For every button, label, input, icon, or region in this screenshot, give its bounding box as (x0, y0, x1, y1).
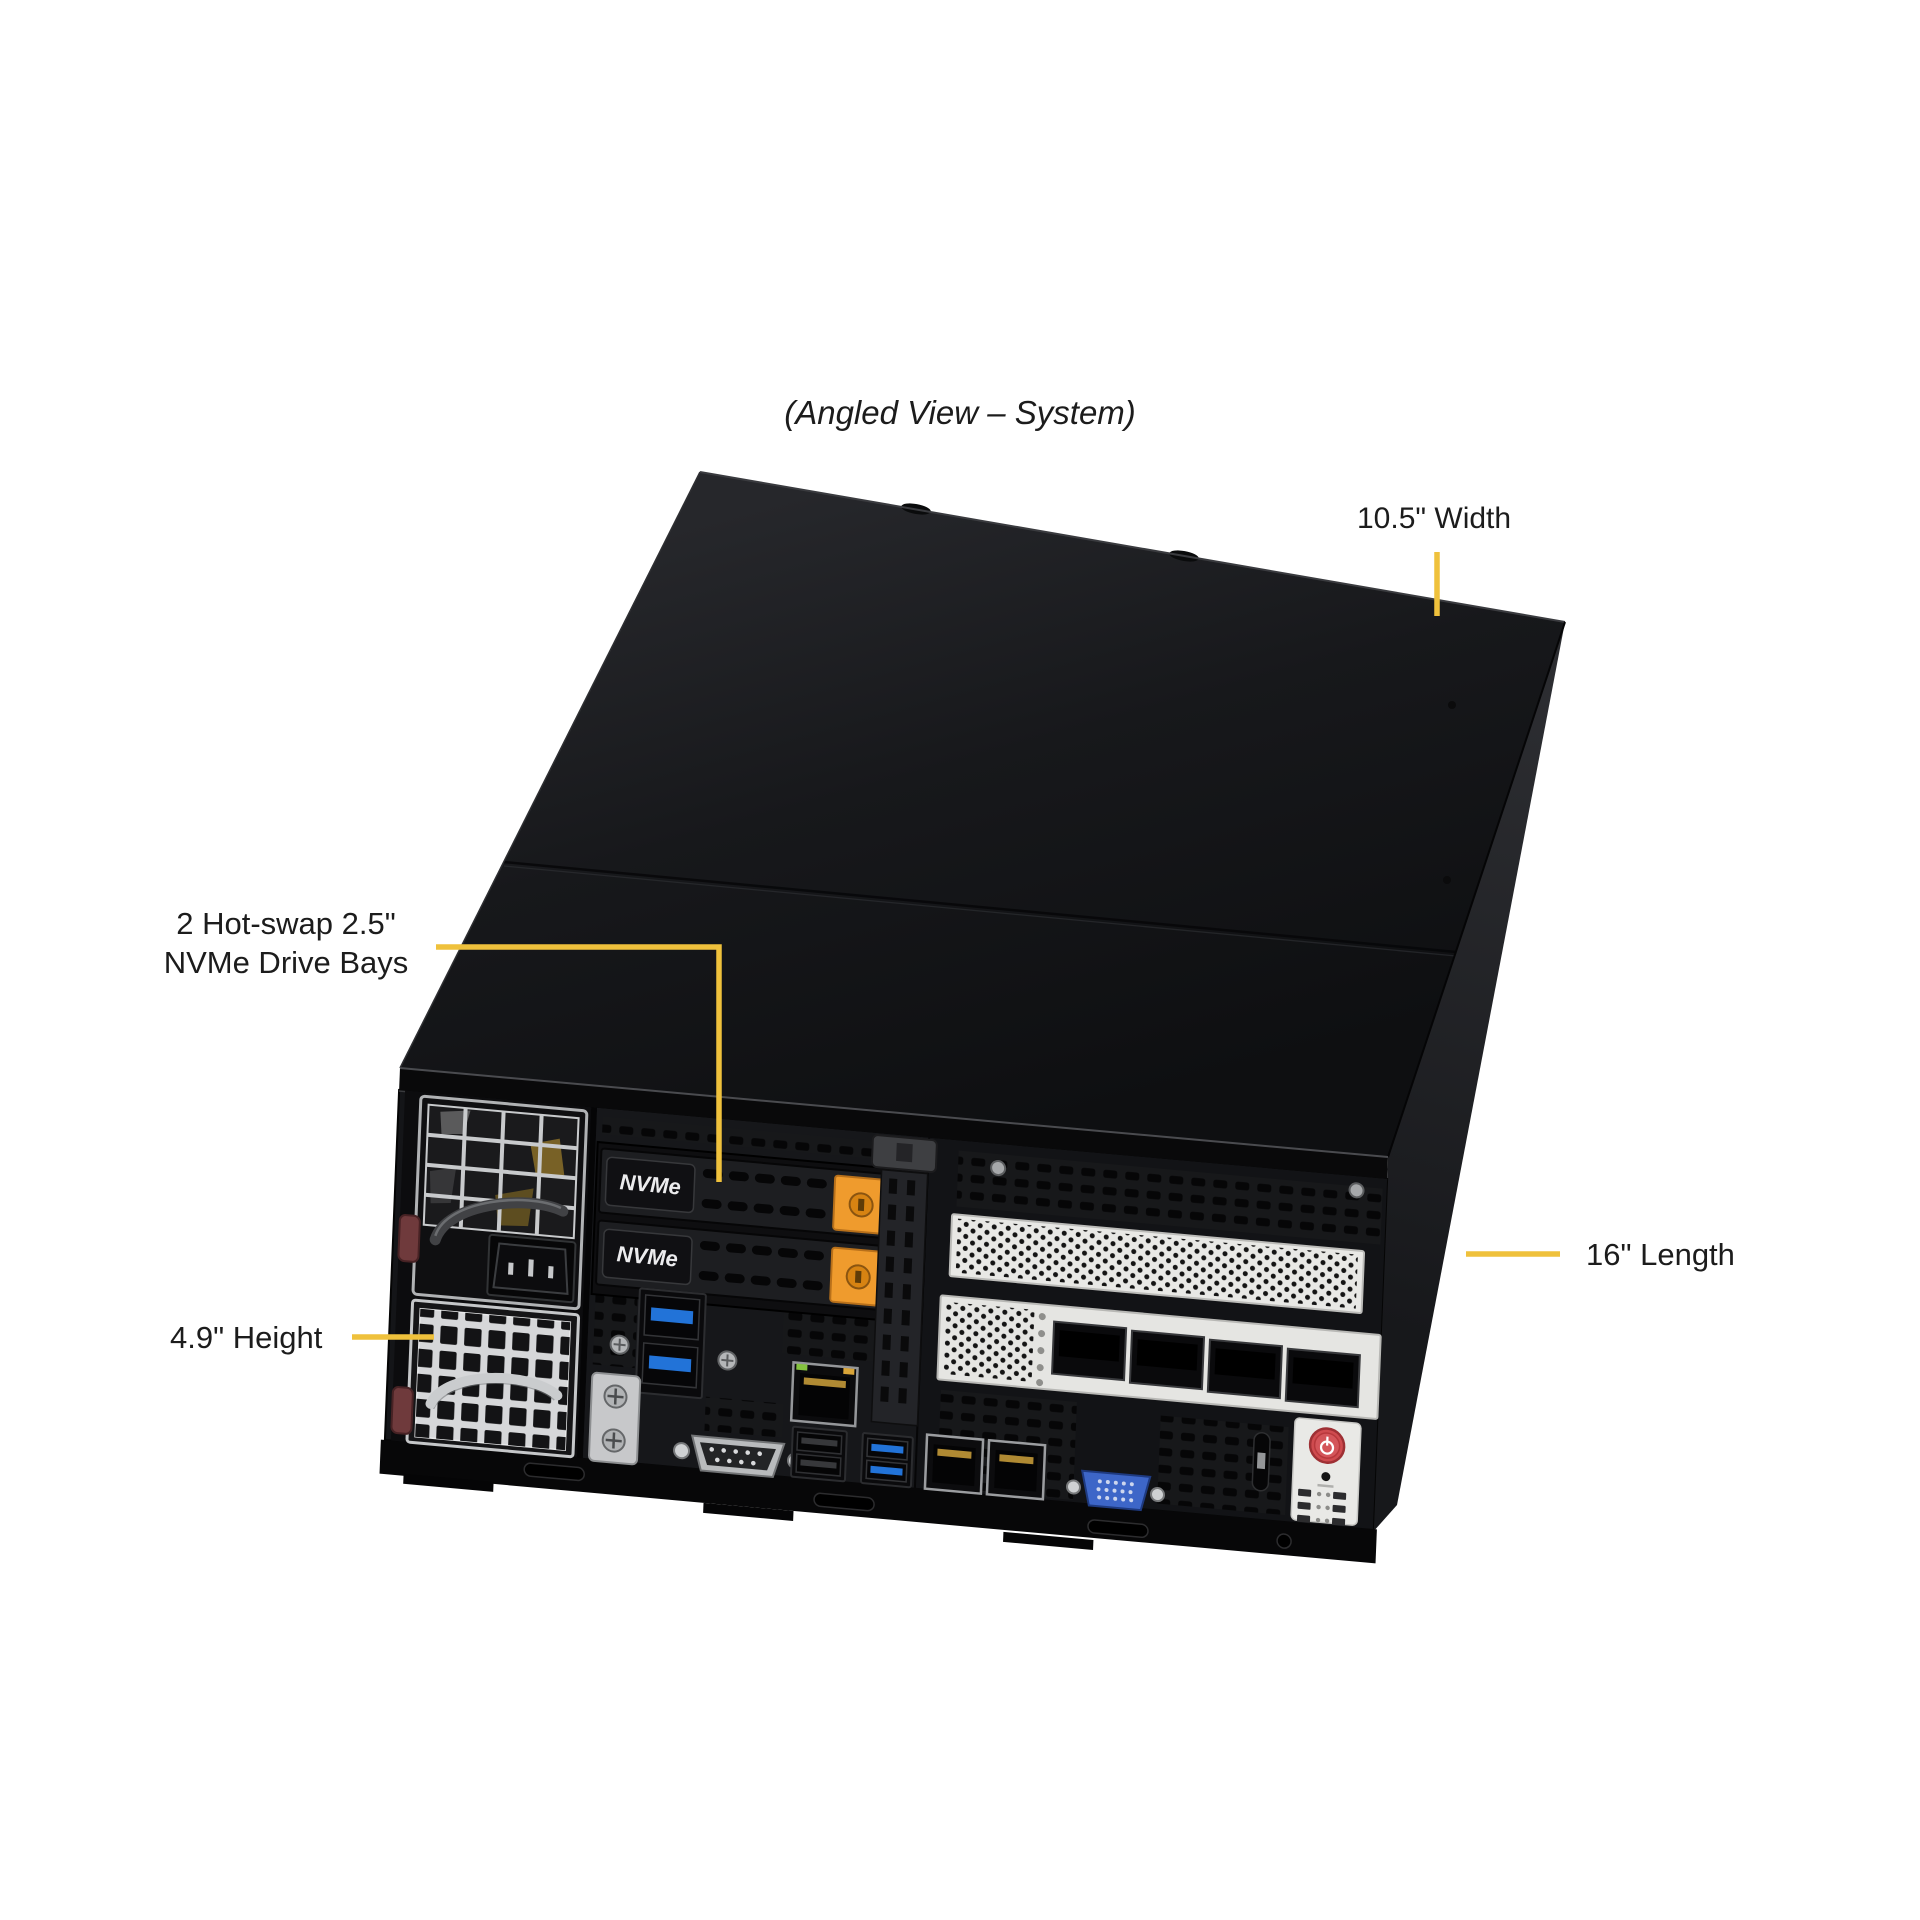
mounting-slot (813, 1492, 875, 1512)
mounting-slot (523, 1462, 585, 1482)
chassis-right-panel (1373, 621, 1566, 1532)
psu-module-bottom (390, 1298, 581, 1459)
chassis-rear-panel: NVMe (379, 1068, 1389, 1564)
riser-bracket (870, 1134, 938, 1427)
drive-bays-callout-label: 2 Hot-swap 2.5" NVMe Drive Bays (118, 904, 454, 982)
mounting-flange (379, 1439, 1377, 1564)
length-callout-label: 16" Length (1586, 1237, 1735, 1272)
power-button (1308, 1427, 1346, 1464)
nvme-label-plate (601, 1228, 693, 1286)
led-indicators (1296, 1488, 1347, 1526)
vga-port (1065, 1469, 1166, 1512)
callout-lines (352, 552, 1560, 1340)
usb3-ports-upper (634, 1287, 707, 1400)
sfp-cages (1050, 1320, 1361, 1409)
usb3-ports-lower (859, 1432, 914, 1489)
drive-bays-callout-line (436, 944, 722, 1182)
nvme-tray-label: NVMe (619, 1169, 681, 1199)
nvme-tray-label: NVMe (616, 1241, 678, 1271)
lan-ports (923, 1433, 1047, 1501)
ac-power-inlet (486, 1233, 577, 1304)
latch-plate (588, 1371, 642, 1466)
reset-button (1321, 1472, 1331, 1482)
mounting-hole (1276, 1533, 1292, 1549)
drive-bays-label-line1: 2 Hot-swap 2.5" (176, 906, 396, 941)
figure-title: (Angled View – System) (784, 394, 1136, 431)
top-cover-lip (399, 1068, 1388, 1180)
chassis-top-panel (399, 471, 1566, 1157)
sfp-nic (936, 1294, 1382, 1420)
lid-seam (503, 860, 1457, 954)
psu-module-top (397, 1094, 589, 1311)
psu-release-lever (390, 1386, 414, 1435)
drive-bays-label-line2: NVMe Drive Bays (163, 945, 409, 980)
pcie-blank-bracket (948, 1213, 1366, 1315)
ipmi-lan-port (789, 1361, 859, 1428)
chassis: NVMe (379, 471, 1566, 1564)
lan-led-green (796, 1363, 808, 1371)
psu-release-lever (397, 1214, 421, 1263)
security-slot (1251, 1431, 1271, 1492)
width-callout-label: 10.5" Width (1357, 502, 1512, 535)
usb2-ports (789, 1425, 848, 1483)
psu-handle (429, 1197, 569, 1246)
tray-vents (698, 1240, 824, 1291)
control-plate (1290, 1417, 1362, 1526)
lan-led-amber (843, 1367, 855, 1375)
top-front-edge (399, 1067, 1389, 1158)
mounting-slot (1087, 1519, 1149, 1539)
height-callout-label: 4.9" Height (170, 1320, 323, 1355)
psu-handle (425, 1372, 563, 1409)
nvme-label-plate (604, 1156, 696, 1214)
